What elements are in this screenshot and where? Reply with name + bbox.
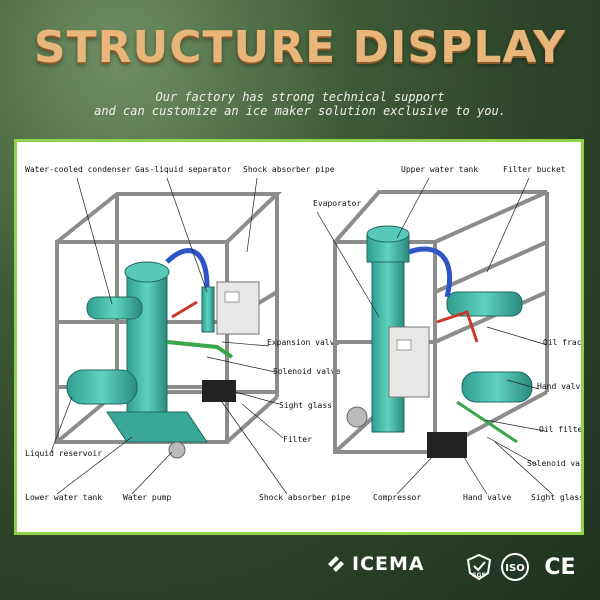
machine-diagrams: Water-cooled condenser Gas-liquid separa…	[25, 165, 581, 502]
left-water-pump	[168, 441, 186, 459]
label-hand-valve-bottom: Hand valve	[463, 493, 511, 502]
left-gas-liquid-separator	[201, 286, 215, 333]
label-water-cooled-condenser: Water-cooled condenser	[25, 165, 131, 174]
iso-circle-icon: ISO	[501, 553, 529, 581]
right-condenser	[446, 291, 523, 317]
left-evaporator-column	[126, 271, 168, 433]
right-liquid-reservoir	[461, 371, 533, 403]
right-control-screen	[396, 339, 412, 351]
label-solenoid-valve-right: Solenoid valve	[527, 459, 581, 468]
right-compressor	[427, 432, 467, 458]
label-upper-water-tank: Upper water tank	[401, 165, 478, 174]
brand-logo: ICEMA	[326, 553, 425, 575]
iso-badge: ISO	[500, 553, 530, 581]
left-red-pipe	[171, 300, 198, 319]
header-banner: STRUCTURE DISPLAY Our factory has strong…	[0, 0, 600, 135]
iso-text: ISO	[505, 563, 524, 574]
left-compressor	[202, 380, 236, 402]
right-motor	[346, 406, 368, 428]
right-green-pipe	[456, 400, 518, 444]
label-sight-glass-left: Sight glass	[279, 401, 332, 410]
label-shock-absorber-pipe-top: Shock absorber pipe	[243, 165, 335, 174]
brand-name: ICEMA	[352, 553, 425, 575]
left-lower-water-tank	[106, 411, 208, 443]
right-leader-lines	[316, 177, 553, 495]
subtitle-line-1: Our factory has strong technical support	[155, 90, 445, 104]
right-control-box	[388, 326, 430, 398]
sgs-text: SGS	[472, 572, 486, 579]
label-liquid-reservoir: Liquid reservoir	[25, 449, 102, 458]
label-oil-filter: Oil filter	[539, 425, 581, 434]
left-evaporator-top	[124, 261, 170, 283]
label-shock-absorber-pipe-bottom: Shock absorber pipe	[259, 493, 351, 502]
label-sight-glass-right: Sight glass	[531, 493, 581, 502]
label-evaporator: Evaporator	[313, 199, 361, 208]
right-red-pipe	[436, 310, 479, 343]
right-blue-pipe	[408, 246, 453, 298]
icema-logo-icon	[328, 556, 344, 572]
right-machine	[333, 190, 549, 458]
label-water-pump: Water pump	[123, 493, 171, 502]
sgs-badge: SGS	[464, 553, 494, 581]
label-oil-fraction: Oil fraction	[543, 338, 581, 347]
structure-diagram-panel: Water-cooled condenser Gas-liquid separa…	[14, 139, 584, 535]
left-condenser	[86, 296, 143, 320]
sgs-shield-icon: SGS	[466, 553, 492, 581]
label-solenoid-valve-left: Solenoid valve	[273, 367, 341, 376]
left-machine	[55, 192, 282, 459]
right-frame	[333, 190, 549, 454]
left-control-screen	[224, 291, 240, 303]
left-liquid-reservoir	[66, 369, 138, 405]
ce-mark: CE	[544, 554, 576, 580]
label-filter-bucket: Filter bucket	[503, 165, 566, 174]
label-hand-valve-top: Hand valve	[537, 382, 581, 391]
right-tank-top	[366, 225, 410, 243]
label-gas-liquid-separator: Gas-liquid separator	[135, 165, 232, 174]
left-leader-lines	[50, 177, 288, 495]
right-evaporator	[371, 261, 405, 433]
label-lower-water-tank: Lower water tank	[25, 493, 102, 502]
page-title: STRUCTURE DISPLAY	[33, 22, 567, 73]
left-green-pipe	[166, 340, 234, 359]
subtitle-line-2: and can customize an ice maker solution …	[94, 104, 506, 118]
label-compressor: Compressor	[373, 493, 421, 502]
label-expansion-valve: Expansion valve	[267, 338, 339, 347]
left-blue-pipe	[165, 248, 210, 288]
label-filter: Filter	[283, 435, 312, 444]
left-control-box	[216, 281, 260, 335]
